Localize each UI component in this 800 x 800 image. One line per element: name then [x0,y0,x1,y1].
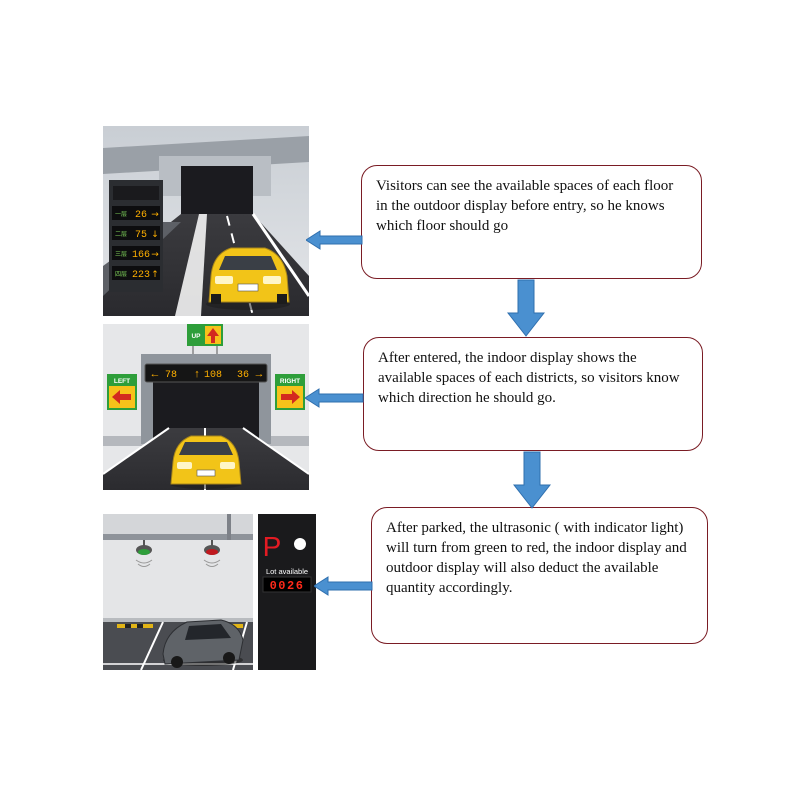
led-left-arrow: ← [150,368,161,380]
floor-label: 四层 [115,271,127,278]
floor-row [112,246,160,260]
floor-count: 75 [135,230,147,241]
led-count-left: 78 [165,370,177,381]
lot-available-label: Lot available [266,567,308,576]
direction-arrow-icon: → [151,210,159,220]
indoor-entrance-image: UP ← 78 ↑ 108 36 → LEFT RIGHT [103,324,309,490]
status-light [294,538,306,550]
down-arrow-1 [507,279,545,337]
step-1-description: Visitors can see the available spaces of… [361,165,702,279]
led-count-center: 108 [204,370,222,381]
up-sign-label: UP [191,333,201,340]
floor-row [112,206,160,220]
floor-row [112,266,160,280]
led-right-arrow: → [254,368,265,380]
floor-label: 三层 [115,251,127,258]
car [206,247,290,310]
floor-count: 223 [132,270,150,281]
step-3-text: After parked, the ultrasonic ( with indi… [386,520,687,596]
lot-available-sign: P Lot available 0026 [258,514,316,670]
left-arrow-2 [305,388,364,408]
step-3-description: After parked, the ultrasonic ( with indi… [371,507,708,644]
direction-arrow-icon: ↑ [151,270,159,280]
floor-label: 二层 [115,231,127,238]
floor-label: 一层 [115,211,127,218]
step-2-text: After entered, the indoor display shows … [378,350,680,406]
left-arrow-1 [306,230,363,250]
led-count-right: 36 [237,370,249,381]
left-sign-label: LEFT [114,378,130,385]
down-arrow-2 [513,451,551,509]
floor-count: 26 [135,210,147,221]
parking-bay-image [103,514,253,670]
car [162,619,244,668]
left-arrow-3 [314,576,373,596]
direction-arrow-icon: ↓ [151,230,159,240]
floor-count: 166 [132,250,150,261]
car [170,435,242,489]
floor-row [112,226,160,240]
step-2-description: After entered, the indoor display shows … [363,337,703,451]
direction-arrow-icon: → [151,250,159,260]
step-1-text: Visitors can see the available spaces of… [376,178,674,234]
right-sign-label: RIGHT [280,378,300,385]
led-up-arrow: ↑ [194,368,200,380]
lot-available-counter: 0026 [270,579,305,593]
parking-letter: P [263,531,282,562]
